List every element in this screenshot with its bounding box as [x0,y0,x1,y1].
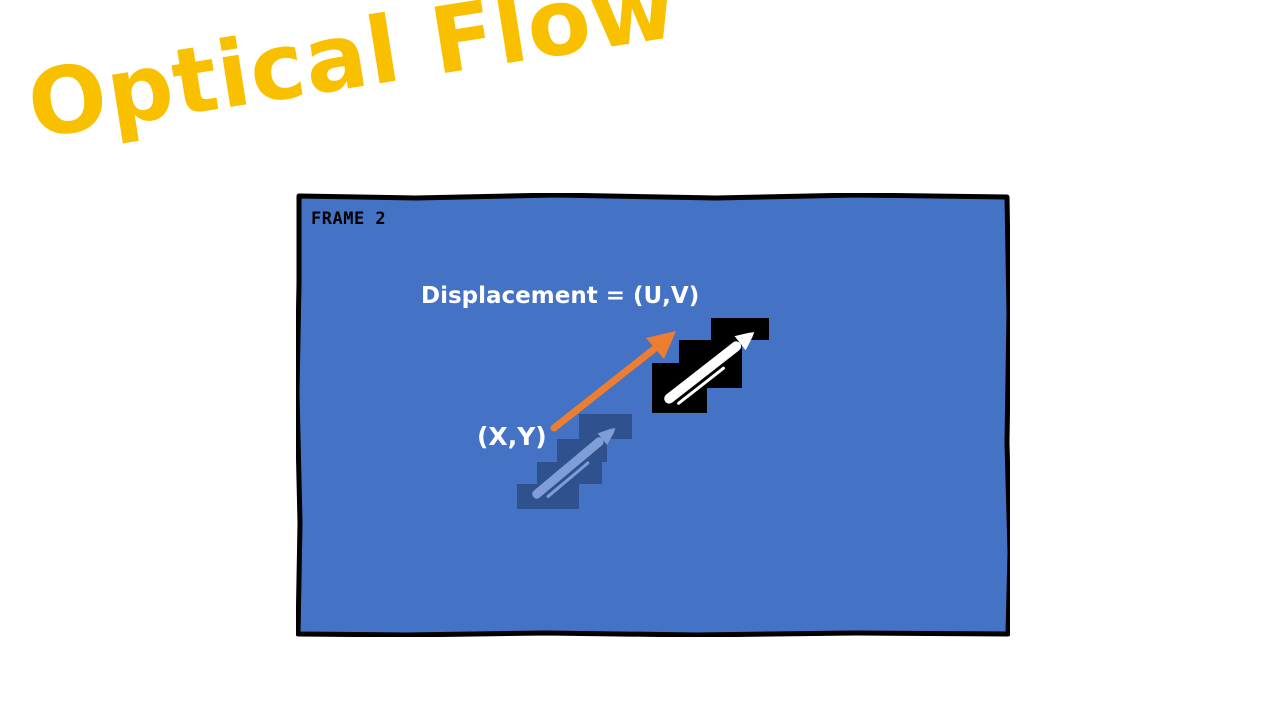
displacement-label: Displacement = (U,V) [421,283,700,309]
position-label: (X,Y) [477,422,547,451]
arrow-icon [550,331,676,432]
diagram-title: Optical Flow [20,0,684,160]
rocket-icon [517,414,632,509]
frame-border [296,193,1010,637]
previous-object [517,414,637,514]
frame-label: FRAME 2 [311,209,387,229]
frame-2: FRAME 2 Displacement = (U,V) (X,Y) [296,193,1010,637]
displacement-arrow [546,328,686,443]
rocket-icon [652,318,769,413]
current-object [652,318,772,418]
